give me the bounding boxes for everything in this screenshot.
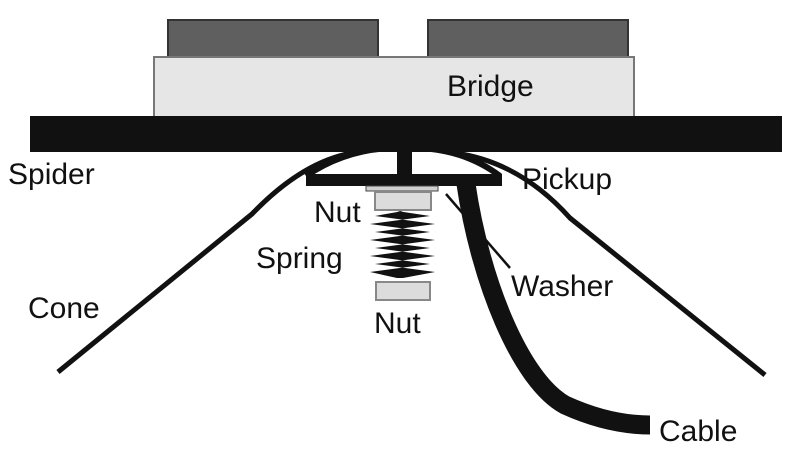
label-cable: Cable — [659, 415, 737, 448]
cable — [456, 182, 651, 435]
label-nut-top: Nut — [314, 196, 361, 229]
washer — [365, 185, 439, 192]
bridge-body — [153, 56, 635, 118]
pickup-bar — [306, 174, 502, 186]
label-nut-bottom: Nut — [374, 307, 421, 340]
cone-right — [454, 150, 767, 377]
pickup-stem — [397, 150, 412, 178]
bridge-block-left — [167, 19, 379, 59]
label-spring: Spring — [256, 242, 343, 275]
nut-top — [374, 191, 432, 211]
label-pickup: Pickup — [522, 163, 612, 196]
label-bridge: Bridge — [447, 70, 534, 103]
label-cone: Cone — [28, 292, 100, 325]
label-washer: Washer — [511, 270, 613, 303]
nut-bottom — [375, 281, 431, 301]
spring — [370, 211, 435, 278]
bridge-block-right — [427, 19, 629, 59]
spider-curve — [304, 144, 502, 179]
cone-left — [56, 150, 353, 374]
label-spider: Spider — [8, 158, 95, 191]
